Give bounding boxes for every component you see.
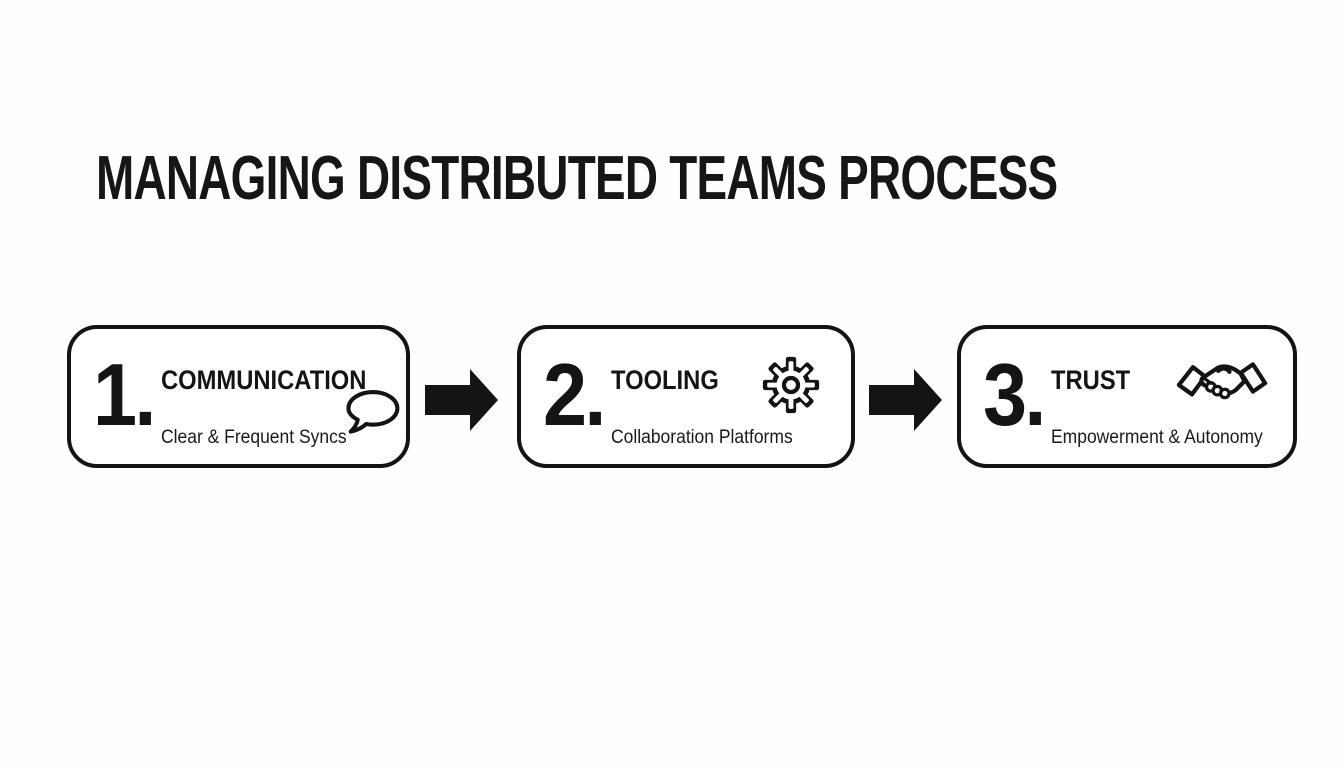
step-title: COMMUNICATION xyxy=(161,365,367,395)
speech-bubble-icon xyxy=(343,387,401,437)
arrow-right-icon xyxy=(425,368,499,432)
step-number: 1. xyxy=(93,345,156,444)
step-number: 3. xyxy=(983,345,1046,444)
step-title: TOOLING xyxy=(611,365,719,395)
step-number: 2. xyxy=(543,345,606,444)
arrow-right-icon xyxy=(869,368,943,432)
page-title: MANAGING DISTRIBUTED TEAMS PROCESS xyxy=(96,144,1058,213)
step-subtitle: Empowerment & Autonomy xyxy=(1051,427,1263,448)
step-card-trust: 3. TRUST Empowerment & Autonomy xyxy=(957,325,1297,468)
step-card-communication: 1. COMMUNICATION Clear & Frequent Syncs xyxy=(67,325,410,468)
step-subtitle: Clear & Frequent Syncs xyxy=(161,427,347,448)
handshake-icon xyxy=(1175,355,1269,415)
gear-icon xyxy=(761,353,821,417)
step-title: TRUST xyxy=(1051,365,1131,395)
step-card-tooling: 2. TOOLING Collaboration Platforms xyxy=(517,325,855,468)
step-subtitle: Collaboration Platforms xyxy=(611,427,793,448)
